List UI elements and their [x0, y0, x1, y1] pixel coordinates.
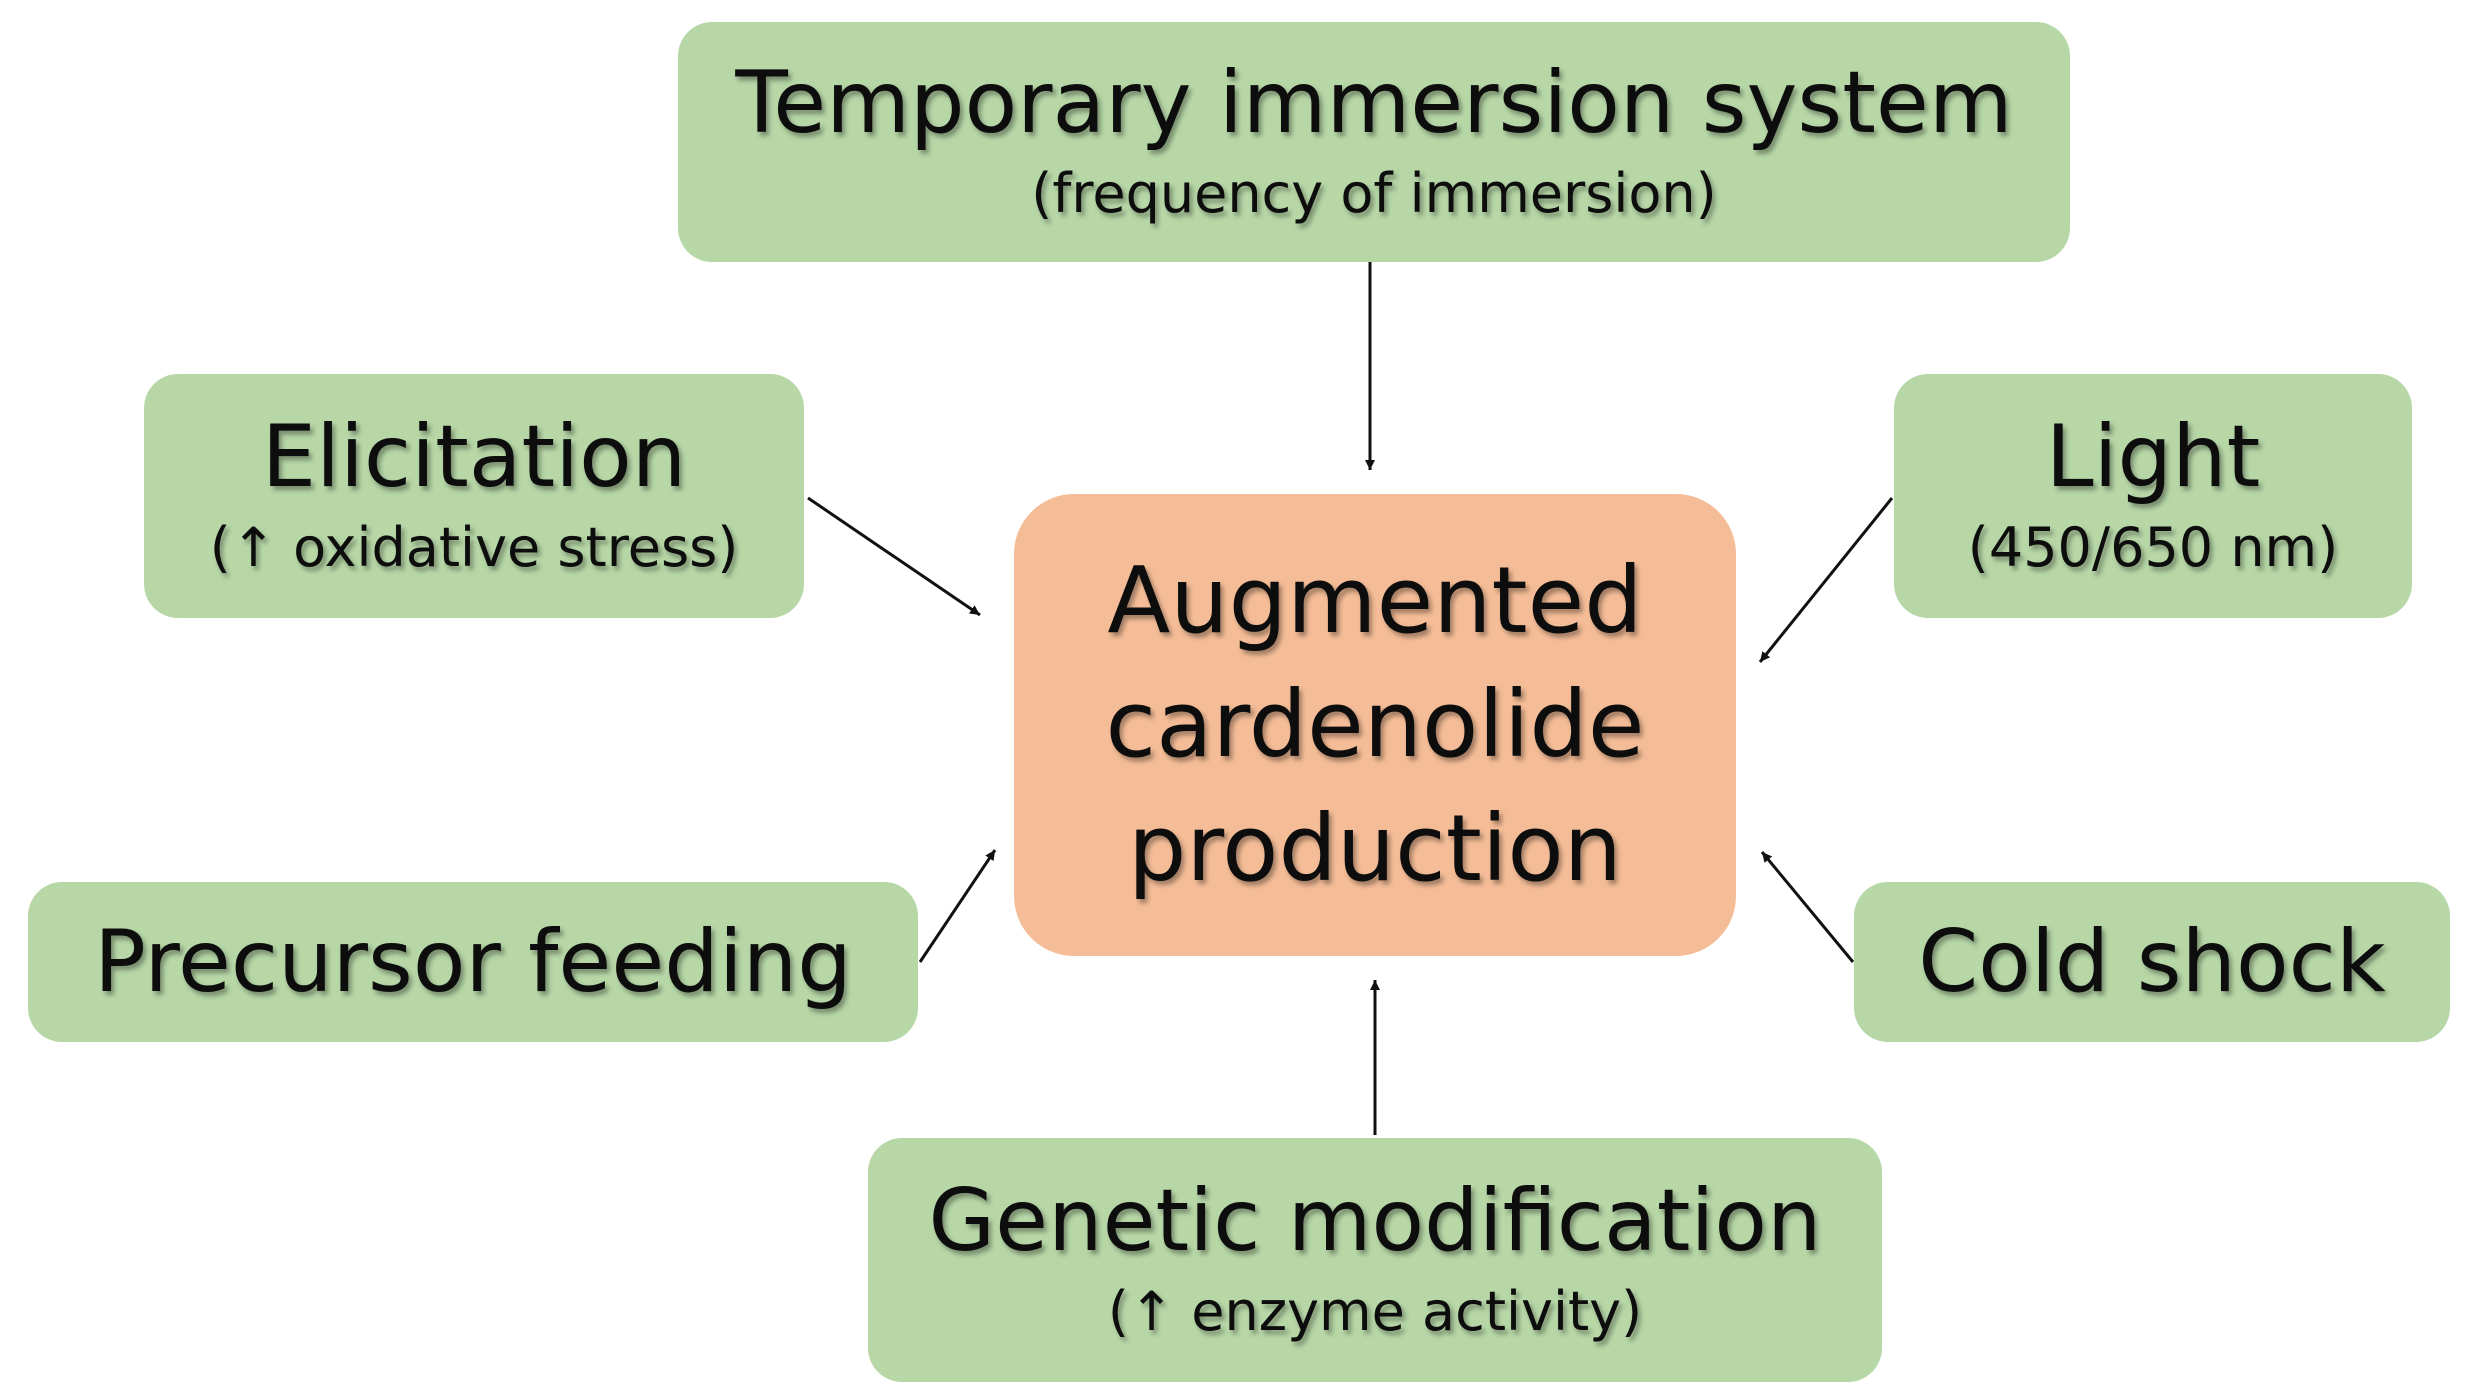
factor-subtitle: (frequency of immersion)	[1031, 161, 1717, 225]
factor-title: Genetic modification	[928, 1170, 1822, 1271]
center-line: production	[1127, 795, 1622, 903]
factor-title: Cold shock	[1918, 911, 2386, 1012]
arrow-elicitation	[807, 496, 981, 617]
arrow-light	[1758, 497, 1894, 663]
factor-precursor-feeding: Precursor feeding	[28, 882, 918, 1042]
factor-title: Light	[2045, 406, 2261, 507]
factor-title: Elicitation	[261, 406, 687, 507]
arrow-precursor-feeding	[918, 849, 997, 963]
factor-cold-shock: Cold shock	[1854, 882, 2450, 1042]
factor-subtitle: (↑ enzyme activity)	[1107, 1279, 1643, 1343]
factor-title: Precursor feeding	[94, 911, 852, 1012]
factor-genetic-modification: Genetic modification (↑ enzyme activity)	[868, 1138, 1882, 1382]
arrow-cold-shock	[1760, 851, 1855, 963]
center-line: cardenolide	[1105, 670, 1645, 778]
factor-title: Temporary immersion system	[735, 52, 2013, 153]
factor-temporary-immersion: Temporary immersion system (frequency of…	[678, 22, 2070, 262]
center-line: Augmented	[1107, 546, 1643, 654]
factor-subtitle: (↑ oxidative stress)	[209, 515, 739, 579]
center-outcome: Augmented cardenolide production	[1014, 494, 1736, 956]
factor-subtitle: (450/650 nm)	[1967, 515, 2339, 579]
factor-light: Light (450/650 nm)	[1894, 374, 2412, 618]
factor-elicitation: Elicitation (↑ oxidative stress)	[144, 374, 804, 618]
